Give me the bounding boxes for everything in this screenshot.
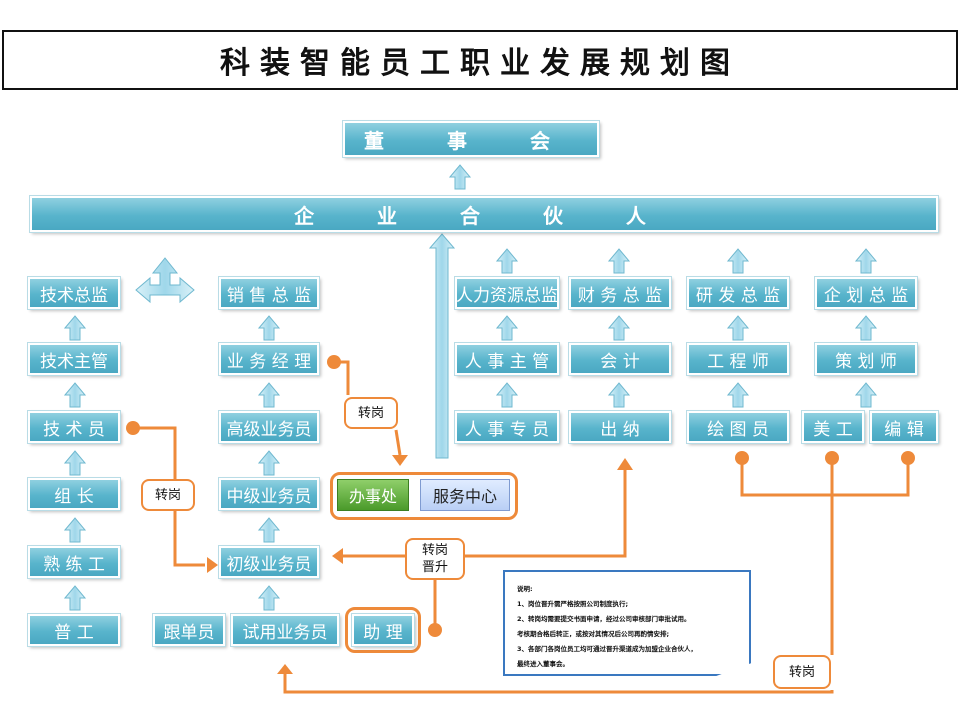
hr-manager-node: 人 事 主 管 (455, 343, 559, 375)
accountant-node: 会 计 (569, 343, 671, 375)
note-heading: 说明: (517, 585, 533, 593)
note-line-1: 1、岗位晋升需严格按照公司制度执行; (517, 600, 629, 608)
up-arrow-icon (257, 585, 281, 611)
planning-director-node: 企 划 总 监 (815, 277, 917, 309)
up-arrow-icon (607, 382, 631, 408)
up-arrow-icon (63, 382, 87, 408)
page-title: 科装智能员工职业发展规划图 (2, 30, 958, 90)
up-arrow-icon (495, 382, 519, 408)
transfer-label-left: 转岗 (141, 479, 195, 511)
note-line-2: 2、转岗均需要提交书面申请，经过公司审核部门审批试用。 (517, 615, 691, 623)
up-arrow-icon (495, 248, 519, 274)
service-center-node: 服务中心 (420, 479, 510, 511)
artist-node: 美 工 (802, 411, 864, 443)
note-line-4: 3、各部门各岗位员工均可通过晋升渠道成为加盟企业合伙人， (517, 645, 698, 653)
up-arrow-icon (63, 585, 87, 611)
transfer-text: 转岗 (421, 543, 448, 558)
follower-node: 跟单员 (153, 614, 225, 646)
up-arrow-icon (257, 517, 281, 543)
assistant-node: 助 理 (352, 614, 414, 646)
up-arrow-icon (854, 382, 878, 408)
up-arrow-icon (448, 164, 472, 190)
sales-director-node: 销 售 总 监 (219, 277, 319, 309)
partner-node: 企 业 合 伙 人 (30, 196, 938, 232)
tech-director-node: 技术总监 (28, 277, 120, 309)
senior-sales-node: 高级业务员 (219, 411, 319, 443)
up-arrow-icon (63, 315, 87, 341)
junior-sales-node: 初级业务员 (219, 546, 319, 578)
up-arrow-icon (854, 315, 878, 341)
promote-text: 晋升 (421, 560, 448, 575)
up-arrow-icon (726, 382, 750, 408)
cashier-node: 出 纳 (569, 411, 671, 443)
editor-node: 编 辑 (870, 411, 938, 443)
hr-specialist-node: 人 事 专 员 (455, 411, 559, 443)
drafter-node: 绘 图 员 (687, 411, 789, 443)
up-arrow-icon (257, 450, 281, 476)
tech-manager-node: 技术主管 (28, 343, 120, 375)
engineer-node: 工 程 师 (687, 343, 789, 375)
planner-node: 策 划 师 (815, 343, 917, 375)
office-node: 办事处 (337, 479, 409, 511)
up-arrow-icon (854, 248, 878, 274)
hr-director-node: 人力资源总监 (455, 277, 559, 309)
note-line-3: 考核期合格后转正，或按对其情况后公司再酌情安排; (517, 630, 670, 638)
team-leader-node: 组 长 (28, 478, 120, 510)
trial-sales-node: 试用业务员 (231, 614, 339, 646)
up-arrow-icon (607, 315, 631, 341)
rd-director-node: 研 发 总 监 (687, 277, 789, 309)
explanation-note: 说明: 1、岗位晋升需严格按照公司制度执行; 2、转岗均需要提交书面申请，经过公… (503, 570, 751, 676)
up-arrow-icon (607, 248, 631, 274)
transfer-promote-label: 转岗 晋升 (405, 538, 465, 580)
up-arrow-icon (495, 315, 519, 341)
up-arrow-icon (726, 248, 750, 274)
skilled-worker-node: 熟 练 工 (28, 546, 120, 578)
mid-sales-node: 中级业务员 (219, 478, 319, 510)
up-arrow-icon (63, 450, 87, 476)
finance-director-node: 财 务 总 监 (569, 277, 671, 309)
business-manager-node: 业 务 经 理 (219, 343, 319, 375)
technician-node: 技 术 员 (28, 411, 120, 443)
four-way-arrow-icon (135, 257, 195, 304)
up-arrow-icon (726, 315, 750, 341)
transfer-label-middle: 转岗 (344, 397, 398, 429)
up-arrow-icon (257, 382, 281, 408)
tall-up-arrow (428, 233, 456, 459)
general-worker-node: 普 工 (28, 614, 120, 646)
up-arrow-icon (63, 517, 87, 543)
transfer-label-right: 转岗 (773, 655, 831, 689)
board-node: 董 事 会 (343, 121, 599, 157)
up-arrow-icon (257, 315, 281, 341)
note-line-5: 最终进入董事会。 (517, 660, 569, 668)
